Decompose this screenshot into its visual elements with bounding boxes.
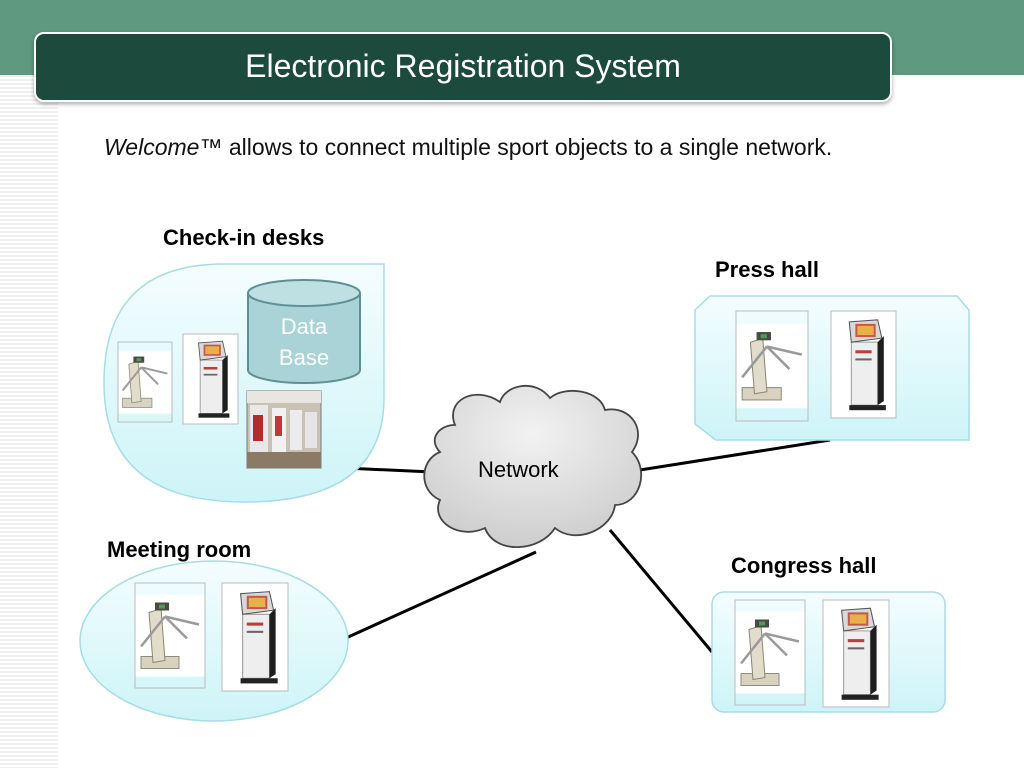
brand-name: Welcome [104, 134, 200, 160]
press-hall-label: Press hall [715, 257, 819, 282]
turnstile-icon [735, 609, 805, 696]
turnstile-icon [135, 592, 205, 679]
intro-sentence: allows to connect multiple sport objects… [222, 134, 833, 160]
turnstile-icon [736, 322, 808, 410]
congress-hall-label: Congress hall [731, 553, 877, 578]
turnstile-icon [118, 349, 172, 415]
kiosk-icon [183, 334, 238, 424]
registration-booth-photo [246, 390, 322, 469]
link-meeting-network [345, 550, 537, 640]
left-strip [0, 75, 58, 768]
meeting-room-zone [79, 560, 349, 722]
meeting-room-label: Meeting room [107, 537, 252, 562]
kiosk-icon [823, 600, 889, 707]
link-congress-network [608, 529, 714, 653]
intro-text: Welcome™ allows to connect multiple spor… [104, 134, 832, 161]
link-press-network [639, 438, 831, 472]
kiosk-icon [222, 583, 288, 691]
database-label-line1: Data [280, 314, 328, 339]
database-label-line2: Base [278, 345, 330, 370]
page-title: Electronic Registration System [245, 48, 681, 84]
kiosk-icon [831, 311, 896, 418]
title-bar: Electronic Registration System [34, 32, 892, 102]
trademark-symbol: ™ [199, 134, 223, 160]
database-label: Data Base [256, 311, 352, 373]
checkin-desks-label: Check-in desks [163, 225, 325, 250]
network-label: Network [478, 457, 559, 482]
database-icon [247, 279, 361, 384]
network-cloud-icon [423, 384, 642, 548]
